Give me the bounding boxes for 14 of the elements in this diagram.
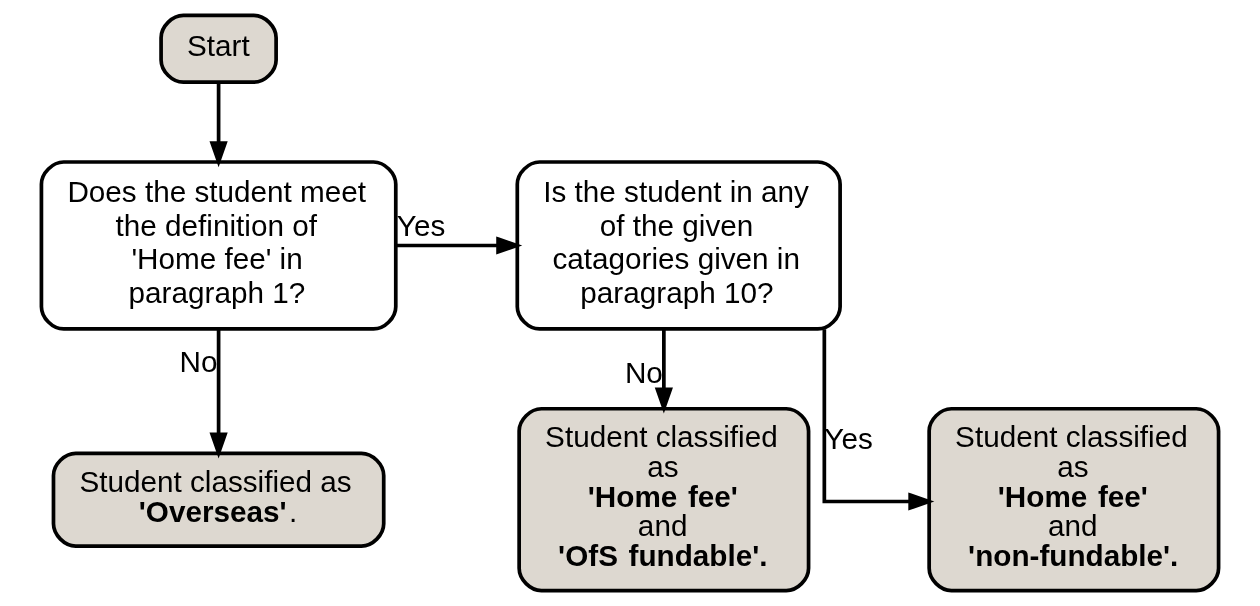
arrow: [822, 329, 935, 511]
edge-label: No: [624, 356, 663, 390]
node-box: Is the student in any of the given catagories given in paragraph 10?: [515, 160, 842, 331]
node-box: Student classified as 'Home fee' and 'non-fundable'.: [927, 406, 1221, 593]
arrow: [209, 83, 228, 168]
node-box: Does the student meet the definition of 'Home fee' in paragraph 1?: [39, 160, 398, 331]
arrow: [209, 329, 228, 459]
node-box: Student classified as 'Overseas'.: [51, 451, 386, 548]
node-box: Student classified as 'Home fee' and 'OfS fundable'.: [517, 406, 811, 593]
edge-label: Yes: [824, 421, 873, 455]
arrow: [654, 329, 673, 414]
arrow: [395, 236, 523, 255]
node-box: Start: [159, 13, 278, 85]
edge-label: No: [179, 345, 218, 379]
